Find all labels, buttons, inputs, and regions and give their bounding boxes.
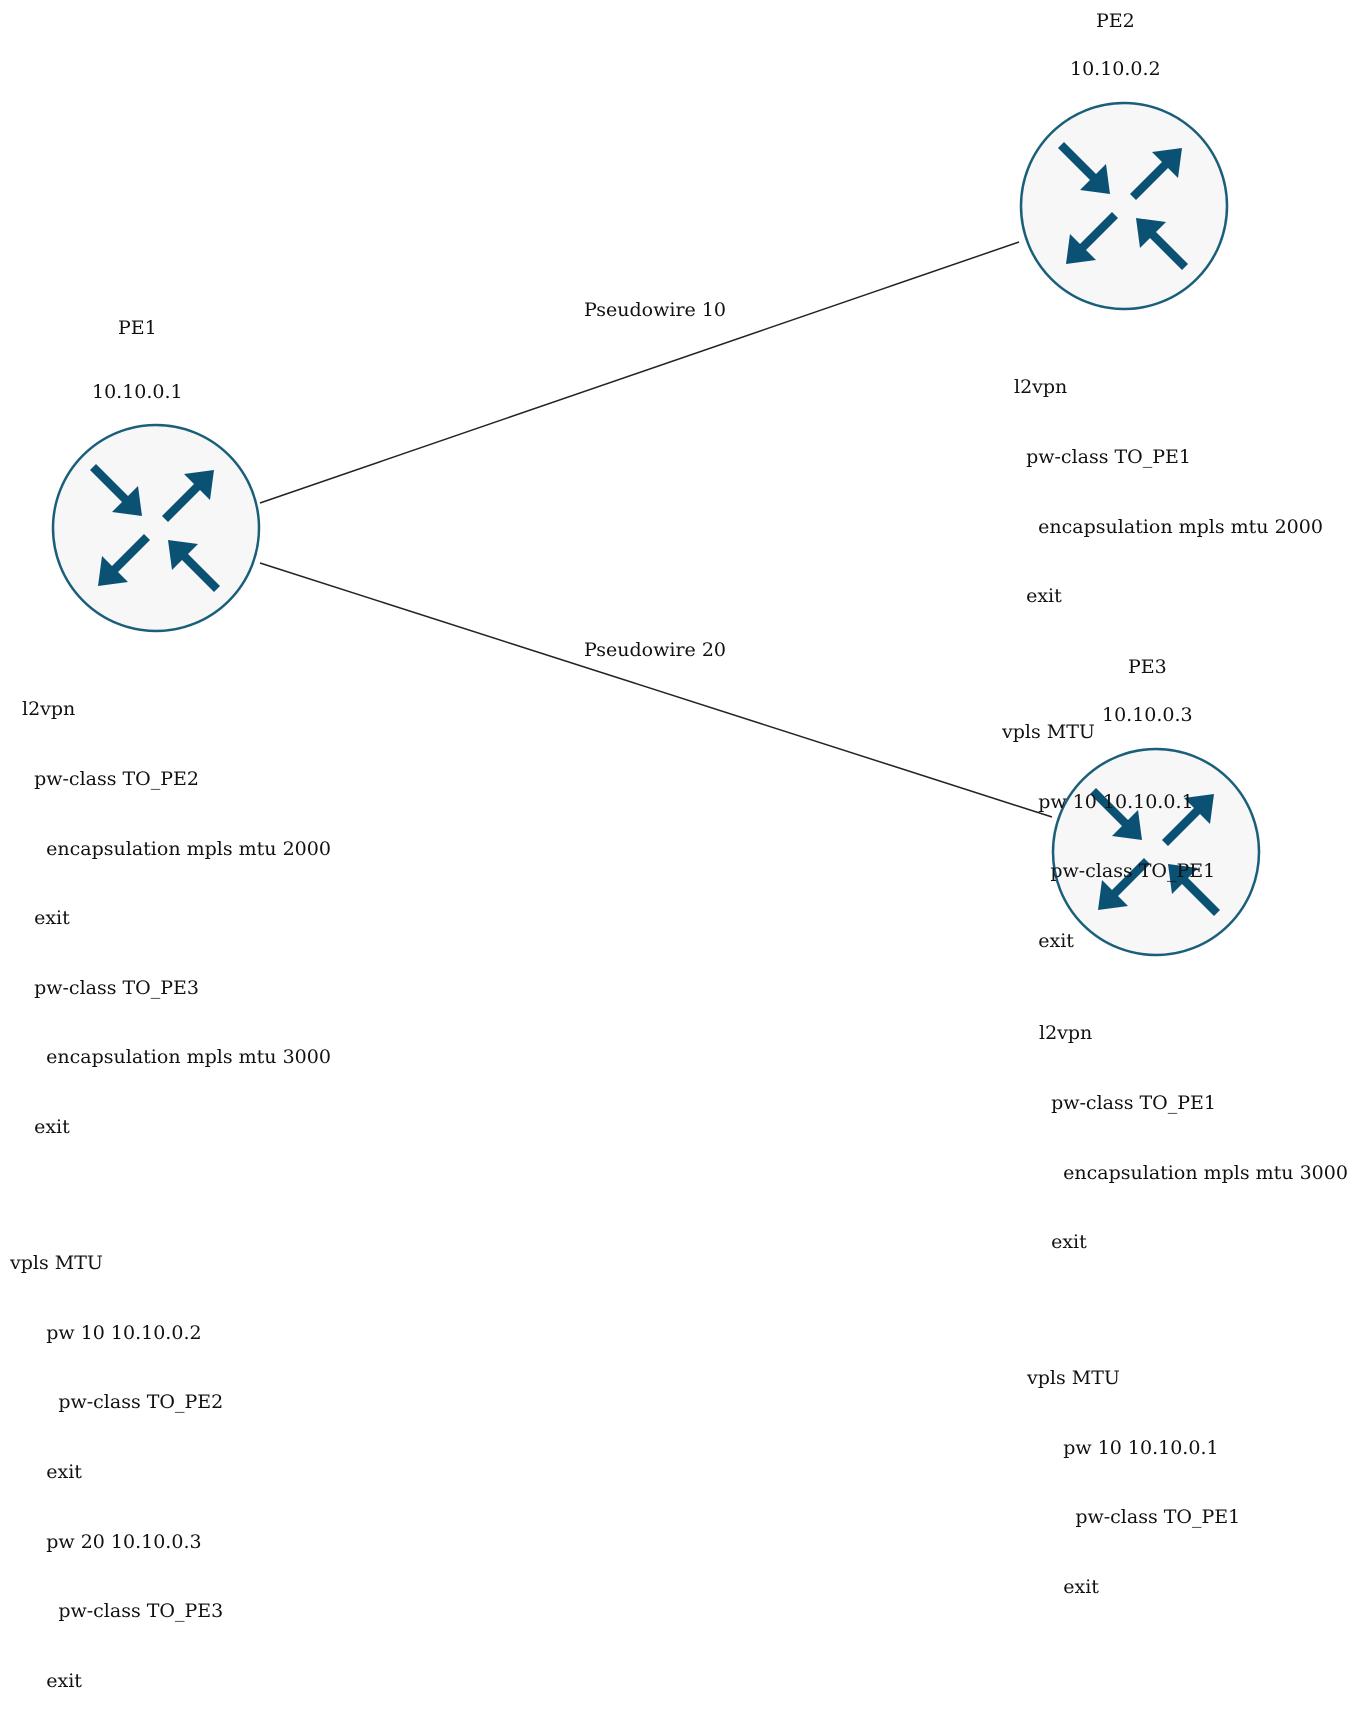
network-diagram	[51, 101, 1261, 957]
arrow-in-top-left-icon	[1090, 788, 1142, 840]
router-body	[51, 423, 261, 633]
config-line: vpls MTU	[1002, 721, 1095, 744]
config-line: pw-class TO_PE2	[22, 768, 200, 791]
config-line: exit	[1039, 1231, 1087, 1254]
config-line: pw-class TO_PE2	[10, 1391, 224, 1414]
arrow-in-top-left-icon	[90, 464, 142, 516]
config-line: pw 10 10.10.0.1	[1027, 1436, 1219, 1459]
config-line: pw-class TO_PE3	[22, 976, 200, 999]
arrow-out-top-right-icon	[1130, 148, 1182, 200]
config-line: pw 10 10.10.0.2	[10, 1321, 202, 1344]
config-line: pw 10 10.10.0.1	[1002, 790, 1194, 813]
router-ip-pe3: 10.10.0.3	[1102, 704, 1193, 726]
config-line: encapsulation mpls mtu 3000	[22, 1046, 331, 1069]
config-line: exit	[22, 907, 70, 930]
router-name-pe2: PE2	[1096, 10, 1135, 32]
router-body	[1019, 101, 1229, 311]
router-ip-pe2: 10.10.0.2	[1070, 58, 1161, 80]
config-line: vpls MTU	[1027, 1367, 1120, 1390]
config-line: pw-class TO_PE1	[1039, 1092, 1217, 1115]
config-line: exit	[1014, 585, 1062, 608]
config-line: exit	[1002, 930, 1074, 953]
config-line: exit	[22, 1116, 70, 1139]
link-pe1-pe3	[259, 562, 1053, 818]
config-pe1: l2vpn pw-class TO_PE2 encapsulation mpls…	[10, 652, 331, 1716]
config-line: encapsulation mpls mtu 3000	[1039, 1161, 1348, 1184]
config-line: pw-class TO_PE1	[1002, 860, 1216, 883]
config-line: pw-class TO_PE1	[1014, 446, 1192, 469]
arrow-in-bottom-right-icon	[168, 540, 220, 592]
config-line: exit	[10, 1669, 82, 1692]
config-line: exit	[1027, 1576, 1099, 1599]
arrow-out-top-right-icon	[1162, 794, 1214, 846]
config-line: encapsulation mpls mtu 2000	[22, 837, 331, 860]
arrow-out-bottom-left-icon	[98, 534, 150, 586]
arrow-out-top-right-icon	[162, 470, 214, 522]
config-line: exit	[10, 1460, 82, 1483]
config-line: pw-class TO_PE1	[1027, 1506, 1241, 1529]
config-pe2: l2vpn pw-class TO_PE1 encapsulation mpls…	[1002, 330, 1323, 976]
config-line: pw-class TO_PE3	[10, 1600, 224, 1623]
arrow-out-bottom-left-icon	[1066, 212, 1118, 264]
router-icon-pe2	[1019, 101, 1229, 311]
link-label-pseudowire-20: Pseudowire 20	[584, 639, 726, 661]
config-line: l2vpn	[22, 698, 76, 721]
config-pe3: l2vpn pw-class TO_PE1 encapsulation mpls…	[1027, 976, 1348, 1622]
arrow-in-top-left-icon	[1058, 142, 1110, 194]
link-pe1-pe2	[259, 241, 1020, 504]
router-name-pe3: PE3	[1128, 656, 1167, 678]
config-line: l2vpn	[1014, 376, 1068, 399]
router-name-pe1: PE1	[118, 317, 157, 339]
link-label-pseudowire-10: Pseudowire 10	[584, 299, 726, 321]
config-line: vpls MTU	[10, 1252, 103, 1275]
config-line: pw 20 10.10.0.3	[10, 1530, 202, 1553]
router-icon-pe1	[51, 423, 261, 633]
config-line: encapsulation mpls mtu 2000	[1014, 515, 1323, 538]
config-line: l2vpn	[1039, 1022, 1093, 1045]
router-icon-pe3	[1051, 747, 1261, 957]
router-ip-pe1: 10.10.0.1	[92, 381, 183, 403]
arrow-out-bottom-left-icon	[1098, 858, 1150, 910]
arrow-in-bottom-right-icon	[1168, 864, 1220, 916]
arrow-in-bottom-right-icon	[1136, 218, 1188, 270]
